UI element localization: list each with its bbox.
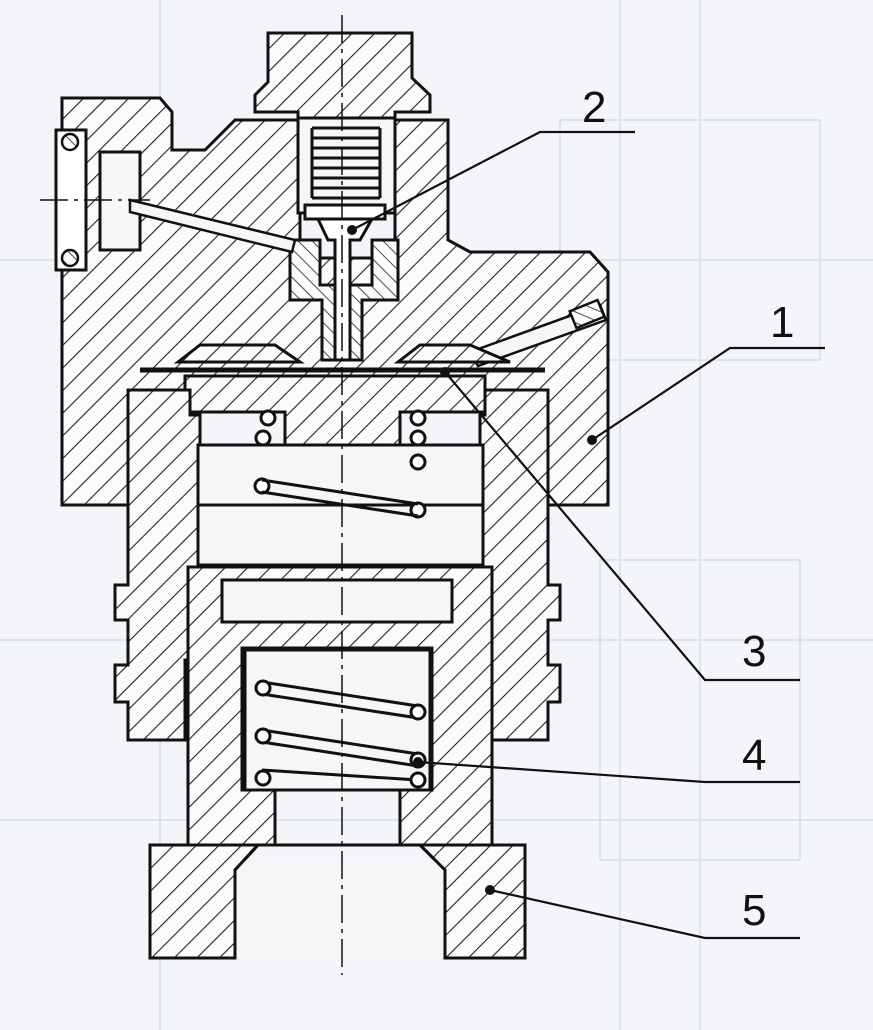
- right-plug: [568, 298, 606, 330]
- centerlines: [40, 15, 343, 975]
- plug-oring-bottom: [60, 248, 80, 268]
- bottom-bore-outline: [233, 843, 447, 958]
- plug-oring-top: [60, 132, 80, 152]
- callout-label-5: 5: [742, 886, 766, 935]
- callout-label-2: 2: [582, 83, 606, 132]
- callout-label-4: 4: [742, 731, 766, 780]
- bottom-bore: [235, 860, 445, 958]
- sleeve-bore: [220, 578, 454, 624]
- callout-label-3: 3: [742, 627, 766, 676]
- upper-spring-seat: [303, 203, 387, 221]
- lower-housing: [113, 388, 202, 742]
- leader-dots: [347, 225, 597, 895]
- side-passage: [128, 198, 297, 254]
- callout-label-1: 1: [770, 298, 794, 347]
- lower-spring: [254, 679, 427, 789]
- upper-spring: [310, 126, 382, 200]
- stem-guide: [288, 238, 400, 362]
- lower-spring-chamber: [243, 648, 432, 792]
- upper-main-spring: [253, 409, 427, 519]
- diaphragm-clamp-top: [173, 343, 511, 364]
- leader-lines: [351, 130, 825, 940]
